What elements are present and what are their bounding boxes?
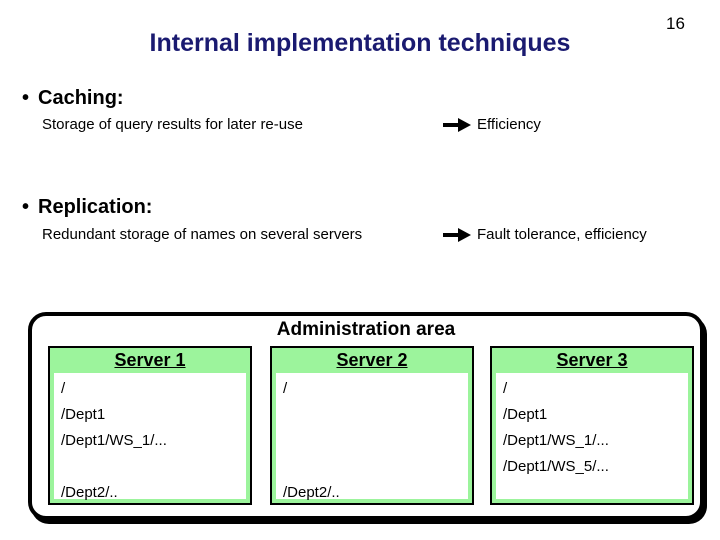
administration-area-title: Administration area	[276, 319, 456, 340]
server-entry: /Dept2/..	[283, 484, 340, 501]
server-entry: /	[503, 380, 508, 397]
server-1-box: Server 1 / /Dept1 /Dept1/WS_1/... /Dept2…	[48, 346, 252, 505]
server-entry: /Dept1/WS_1/...	[503, 432, 609, 449]
server-3-box: Server 3 / /Dept1 /Dept1/WS_1/... /Dept1…	[490, 346, 694, 505]
server-entry: /Dept1/WS_5/...	[503, 458, 609, 475]
caching-result-label: Efficiency	[477, 116, 541, 133]
bullet-icon: •	[22, 87, 30, 109]
server-2-body: / /Dept2/..	[276, 373, 468, 501]
server-entry: /	[283, 380, 288, 397]
server-1-body: / /Dept1 /Dept1/WS_1/... /Dept2/..	[54, 373, 246, 501]
server-2-box: Server 2 / /Dept2/..	[270, 346, 474, 505]
server-1-header: Server 1	[114, 350, 186, 370]
page-number: 16	[666, 14, 685, 33]
server-3-body: / /Dept1 /Dept1/WS_1/... /Dept1/WS_5/...	[496, 373, 688, 499]
server-entry: /Dept1	[61, 406, 106, 423]
server-3-header: Server 3	[556, 350, 628, 370]
slide-title: Internal implementation techniques	[149, 29, 571, 57]
server-entry: /Dept1	[503, 406, 548, 423]
server-entry: /Dept2/..	[61, 484, 118, 501]
server-2-header: Server 2	[336, 350, 408, 370]
caching-description: Storage of query results for later re-us…	[42, 116, 303, 133]
caching-heading-label: Caching:	[38, 87, 124, 109]
replication-result-label: Fault tolerance, efficiency	[477, 226, 647, 243]
replication-description: Redundant storage of names on several se…	[42, 226, 363, 243]
bullet-item-replication: • Replication:	[22, 196, 152, 219]
bullet-item-caching: • Caching:	[22, 87, 124, 110]
replication-heading-label: Replication:	[38, 196, 153, 218]
server-entry: /Dept1/WS_1/...	[61, 432, 167, 449]
arrow-right-icon	[443, 228, 471, 242]
arrow-right-icon	[443, 118, 471, 132]
server-entry: /	[61, 380, 66, 397]
administration-area-box: Administration area Server 1 / /Dept1 /D…	[28, 312, 704, 520]
bullet-icon: •	[22, 196, 30, 218]
